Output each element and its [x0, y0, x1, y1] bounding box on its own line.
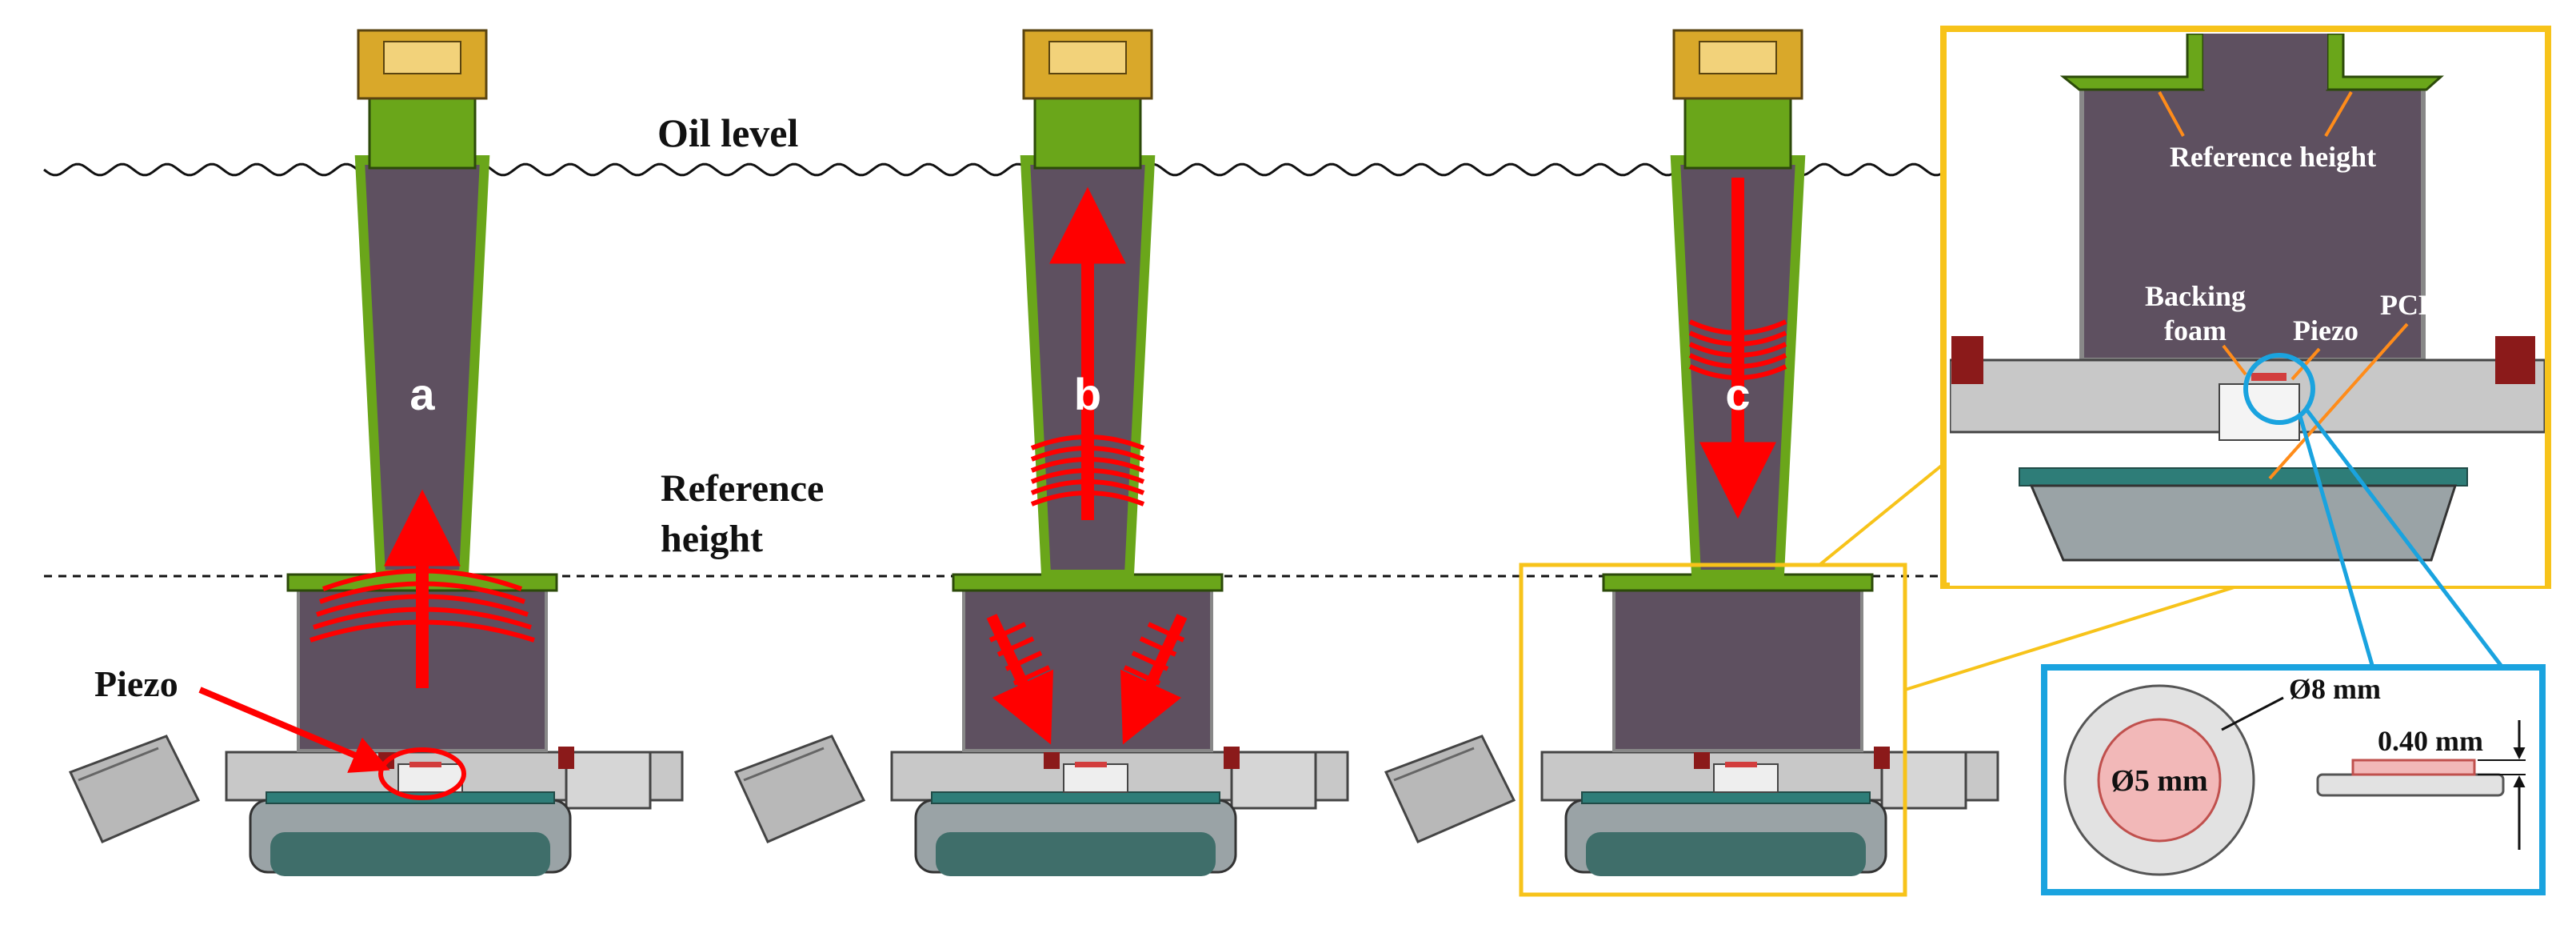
inset-backing-foam-label-line2: foam [2164, 314, 2227, 346]
inset-pcb [2019, 467, 2468, 487]
connector-pipe [733, 735, 866, 843]
inset-pcb-label: PCB [2380, 289, 2438, 321]
wavefront [1012, 665, 1051, 686]
neck [368, 93, 477, 170]
wavefront [1131, 651, 1169, 671]
piezo-highlight-ellipse [378, 747, 466, 800]
inset-piezo-label: Piezo [2293, 314, 2358, 346]
oil-level-label: Oil level [657, 110, 798, 155]
neck [1683, 93, 1792, 170]
piezo-side-view-layer [2351, 759, 2476, 776]
inset-chamber [2079, 78, 2426, 362]
callout-connector-left [2298, 415, 2376, 671]
inset-backing-foam-label-line1: Backing [2145, 280, 2246, 312]
piezo-label: Piezo [94, 663, 178, 704]
piezo-pointer-arrow [198, 687, 390, 773]
wavefront [1123, 665, 1161, 686]
lower-chamber [1612, 575, 1863, 752]
pcb [931, 791, 1220, 804]
wavefront [996, 636, 1035, 657]
piezo-callout-circle [2243, 353, 2315, 425]
reference-height-label-line2: height [661, 518, 763, 560]
oil-level-line [43, 162, 1942, 177]
outer-diameter-label: Ø8 mm [2289, 673, 2381, 705]
wavefront [1139, 636, 1177, 657]
inner-diameter-label: Ø5 mm [2111, 764, 2207, 798]
thickness-label: 0.40 mm [2378, 725, 2483, 757]
lower-chamber [962, 575, 1213, 752]
side-clip [1230, 751, 1317, 810]
sensor-unit-a [68, 29, 684, 876]
piezo [1075, 762, 1107, 767]
wave-group-c [1688, 178, 1787, 519]
piezo [1725, 762, 1757, 767]
wave-group-a [310, 489, 535, 688]
neck [1033, 93, 1142, 170]
stage-b-label: b [1074, 369, 1101, 419]
pcb [1581, 791, 1871, 804]
wave-group-b [986, 186, 1188, 745]
stage-a-label: a [409, 369, 435, 419]
zoom-connector-bottom [1904, 584, 2240, 691]
piezo-disc-inner [2097, 718, 2222, 843]
side-clip [565, 751, 652, 810]
connector-pipe [68, 735, 201, 843]
piezo-holder [1713, 763, 1779, 793]
inset-piezo-holder [2219, 383, 2300, 441]
callout-connector-right [2305, 408, 2506, 672]
wavefront [988, 622, 1027, 643]
wavefront [1004, 651, 1043, 671]
connector-pipe [1384, 735, 1516, 843]
piezo-side-view-disc [2316, 773, 2505, 797]
piezo [409, 762, 441, 767]
piezo-holder [1063, 763, 1128, 793]
inset-piezo [2251, 373, 2286, 381]
reference-height-label-line1: Reference [661, 467, 824, 510]
side-clip [1880, 751, 1967, 810]
zoom-inset: Reference height Backing foam Piezo PCB [1940, 26, 2551, 589]
piezo-dimensions-box: Ø8 mm Ø5 mm 0.40 mm [2041, 664, 2546, 895]
tube [354, 155, 490, 579]
zoom-source-box [1519, 563, 1907, 897]
stage-c-label: c [1725, 369, 1750, 419]
inset-bottom-cover [2029, 484, 2458, 562]
inset-reference-height-label: Reference height [2170, 141, 2376, 173]
zoom-connector-top [1818, 462, 1945, 567]
wavefront [1147, 622, 1185, 643]
